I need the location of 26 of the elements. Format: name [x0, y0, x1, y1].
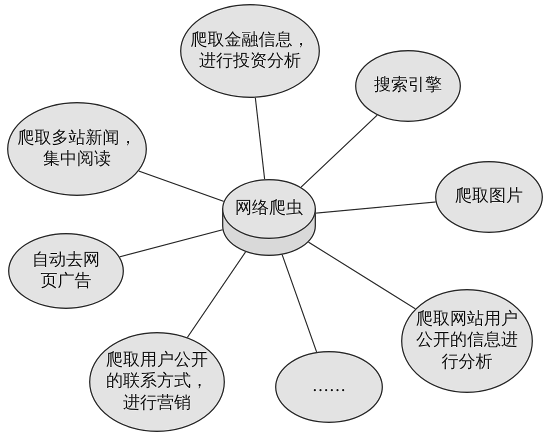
node-label: 搜索引擎	[374, 75, 442, 97]
node-label: ……	[312, 376, 346, 398]
ellipse-node	[7, 102, 147, 196]
connector-line	[120, 229, 223, 258]
ellipse-node	[355, 50, 461, 122]
node-label: 爬取网站用户公开的信息进行分析	[415, 309, 519, 373]
node-label: 自动去网页广告	[31, 250, 101, 292]
node-label: 爬取用户公开的联系方式，进行营销	[105, 350, 209, 414]
node-label: 爬取多站新闻，集中阅读	[16, 128, 138, 170]
connector-line	[254, 98, 266, 180]
ellipse-node	[401, 289, 533, 393]
ellipse-node	[89, 332, 225, 432]
node-label: 爬取图片	[455, 186, 523, 208]
connector-line	[186, 252, 246, 338]
connector-line	[316, 201, 436, 214]
ellipse-node	[180, 4, 320, 98]
connector-line	[282, 254, 318, 352]
node-label: 爬取金融信息，进行投资分析	[190, 30, 310, 72]
ellipse-node	[275, 351, 383, 423]
connector-line	[308, 242, 416, 310]
disk-node	[222, 179, 316, 256]
connector-line	[300, 114, 378, 188]
ellipse-node	[435, 161, 543, 233]
ellipse-node	[8, 233, 124, 309]
node-label: 网络爬虫	[235, 198, 303, 220]
connector-line	[138, 170, 224, 202]
